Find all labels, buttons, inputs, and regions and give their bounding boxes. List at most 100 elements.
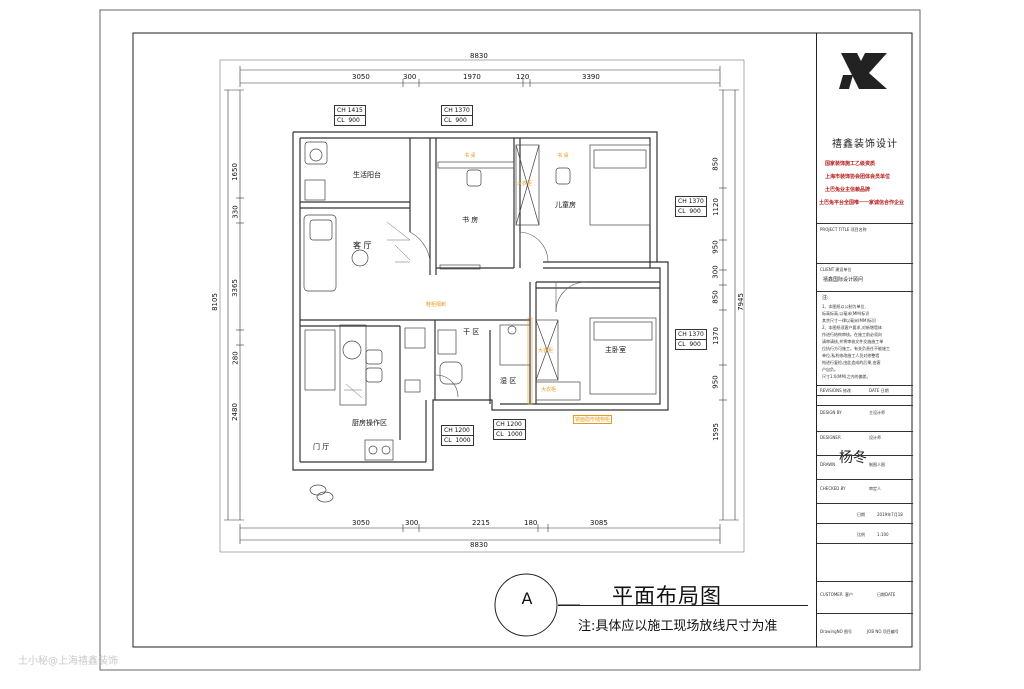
dim-bottom-seg-1: 3050 xyxy=(352,519,370,527)
tb-client: CLIENT 建设单位 xyxy=(820,267,852,272)
dim-right-seg-7: 950 xyxy=(711,375,720,389)
company-logo-icon xyxy=(839,53,887,89)
plan-letter: A xyxy=(521,589,533,608)
tag-wardrobe-2: 大衣柜 xyxy=(538,348,554,354)
tb-line-3: 土巴兔业主信赖品牌 xyxy=(825,187,871,193)
tb-date-label: 日期 xyxy=(857,512,865,517)
tb-note-2: 标高标高,以毫米(MM)标识 xyxy=(822,311,870,316)
dim-bottom-seg-5: 3085 xyxy=(590,519,608,527)
height-label-w6: CH 1200 CL 1000 xyxy=(493,419,526,440)
tb-note-10: 户自负。 xyxy=(822,367,838,372)
tb-note-5: 作进行结构审核。在施工前必须向 xyxy=(822,332,882,337)
dim-right-seg-6: 1370 xyxy=(711,327,720,345)
dimension-lines xyxy=(224,66,739,544)
company-name: 禧鑫装饰设计 xyxy=(832,139,898,150)
hatch-lines xyxy=(344,221,411,399)
accent-lines xyxy=(527,317,533,405)
tb-note-8: 单位,私利修改施工人员对修整墙 xyxy=(822,353,880,358)
height-label-w3: CH 1370 CL 900 xyxy=(675,196,707,217)
tb-note-7: 位执行方可施工。有关负责任不能施工 xyxy=(822,346,890,351)
tb-design-by-value: 主设计师 xyxy=(869,410,885,415)
tag-kids-desk: 书 桌 xyxy=(557,153,569,159)
dim-right-total: 7945 xyxy=(736,293,745,311)
tb-project-title: PROJECT TITLE 项目名称 xyxy=(820,227,867,232)
dim-left-seg-1: 1650 xyxy=(230,163,239,181)
plan-title: 平面布局图 xyxy=(612,584,722,608)
tb-date-header: DATE 日期 xyxy=(869,388,889,393)
tb-customer-label: CUSTOMER xyxy=(820,592,843,597)
tb-scale-label: 比例 xyxy=(857,532,865,537)
tb-client-value: 禧鑫国际设计顾问 xyxy=(823,277,864,283)
tag-shoe-cabinet: 鞋柜隔断 xyxy=(426,302,447,308)
tb-drawn-label: DRAWN xyxy=(820,462,836,467)
tb-designer-label: DESIGNER xyxy=(820,435,841,440)
walls xyxy=(292,131,669,471)
room-study: 书 房 xyxy=(462,216,479,224)
room-kids: 儿童房 xyxy=(555,201,576,209)
tag-wardrobe-1: 大衣柜 xyxy=(517,181,533,187)
tb-designer-value: 设计师 xyxy=(869,435,881,440)
dim-right-seg-2: 1120 xyxy=(711,198,720,216)
furniture xyxy=(303,141,657,503)
height-label-w2: CH 1370 CL 900 xyxy=(441,105,473,126)
room-master: 主卧室 xyxy=(605,346,626,354)
tb-note-11: 尺寸1:0(MM)之内的偏差。 xyxy=(822,374,871,379)
tb-line-2: 上海市装饰协会团体会员单位 xyxy=(825,174,891,180)
tb-note-6: 请审请核,并将审核文件交施施工单 xyxy=(822,339,884,344)
dim-right-seg-3: 950 xyxy=(711,240,720,254)
tb-design-by-label: DESIGN BY xyxy=(820,410,842,415)
inner-frame xyxy=(132,32,913,648)
dim-bottom-seg-3: 2215 xyxy=(472,519,490,527)
dim-left-seg-2: 330 xyxy=(231,205,240,219)
dim-bottom-total: 8830 xyxy=(470,541,488,549)
tag-wardrobe-3: 大衣柜 xyxy=(541,387,557,393)
tb-checked-value: 审定人 xyxy=(869,486,881,491)
dim-top-seg-4: 120 xyxy=(516,73,530,81)
dim-top-seg-3: 1970 xyxy=(463,73,481,81)
dim-left-seg-4: 280 xyxy=(231,351,240,365)
tb-drawing-no: DrawingNO 图号 xyxy=(820,629,853,634)
room-foyer: 门 厅 xyxy=(313,443,330,451)
plan-letter-circle xyxy=(494,573,580,637)
dim-top-seg-2: 300 xyxy=(403,73,417,81)
tb-date-value: 2019年7月18 xyxy=(877,512,903,517)
tb-note-4: 2、本图纸须客户要求,对新增墙体 xyxy=(822,325,882,330)
dim-left-seg-3: 3365 xyxy=(230,279,239,297)
dim-bottom-seg-4: 180 xyxy=(524,519,538,527)
room-kitchen: 厨房操作区 xyxy=(352,419,387,427)
height-label-w5: CH 1200 CL 1000 xyxy=(441,425,474,446)
room-living: 客 厅 xyxy=(353,241,372,250)
tb-date2: 日期DATE xyxy=(877,592,896,597)
dim-top-seg-1: 3050 xyxy=(352,73,370,81)
tb-scale-value: 1:100 xyxy=(877,532,889,537)
dim-right-seg-1: 850 xyxy=(711,157,720,171)
tb-customer-value: 客户 xyxy=(845,592,853,597)
tb-line-1: 国家装饰施工乙级资质 xyxy=(825,161,876,167)
dim-right-seg-4: 300 xyxy=(711,265,720,279)
outer-frame xyxy=(99,9,921,671)
tb-note-1: 1、本图纸以公制为单位, xyxy=(822,304,866,309)
tb-checked-label: CHECKED BY xyxy=(820,486,846,491)
door-swings xyxy=(409,231,586,398)
title-block: 禧鑫装饰设计 国家装饰施工乙级资质 上海市装饰协会团体会员单位 土巴兔业主信赖品… xyxy=(816,33,913,647)
dim-top-total: 8830 xyxy=(470,52,488,60)
room-dry-area: 干 区 xyxy=(463,328,480,336)
tb-notes-head: 注: xyxy=(822,295,829,301)
designer-name: 杨冬 xyxy=(839,450,867,466)
dim-right-seg-5: 850 xyxy=(711,290,720,304)
room-balcony: 生活阳台 xyxy=(353,171,381,179)
dim-left-total: 8105 xyxy=(210,293,219,311)
tb-job-no: JOB NO 项目编号 xyxy=(867,629,899,634)
drawing-frame xyxy=(219,59,745,553)
tag-mirror-cabinet: 镜面隐形储物柜 xyxy=(573,415,613,424)
tb-line-4: 土巴兔平台全国唯一一家诚信合作企业 xyxy=(819,200,905,206)
dim-right-seg-8: 1595 xyxy=(711,423,720,441)
plan-note: 注:具体应以施工现场放线尺寸为准 xyxy=(578,619,778,634)
room-bath: 湿 区 xyxy=(500,377,517,385)
tb-note-3: 其余尺寸一律以毫米(MM)标识 xyxy=(822,318,877,323)
dim-top-seg-5: 3390 xyxy=(582,73,600,81)
tb-drawn-value: 制图人图 xyxy=(869,462,885,467)
height-label-w1: CH 1415 CL 900 xyxy=(334,105,366,126)
tag-study-desk: 书 桌 xyxy=(464,153,476,159)
